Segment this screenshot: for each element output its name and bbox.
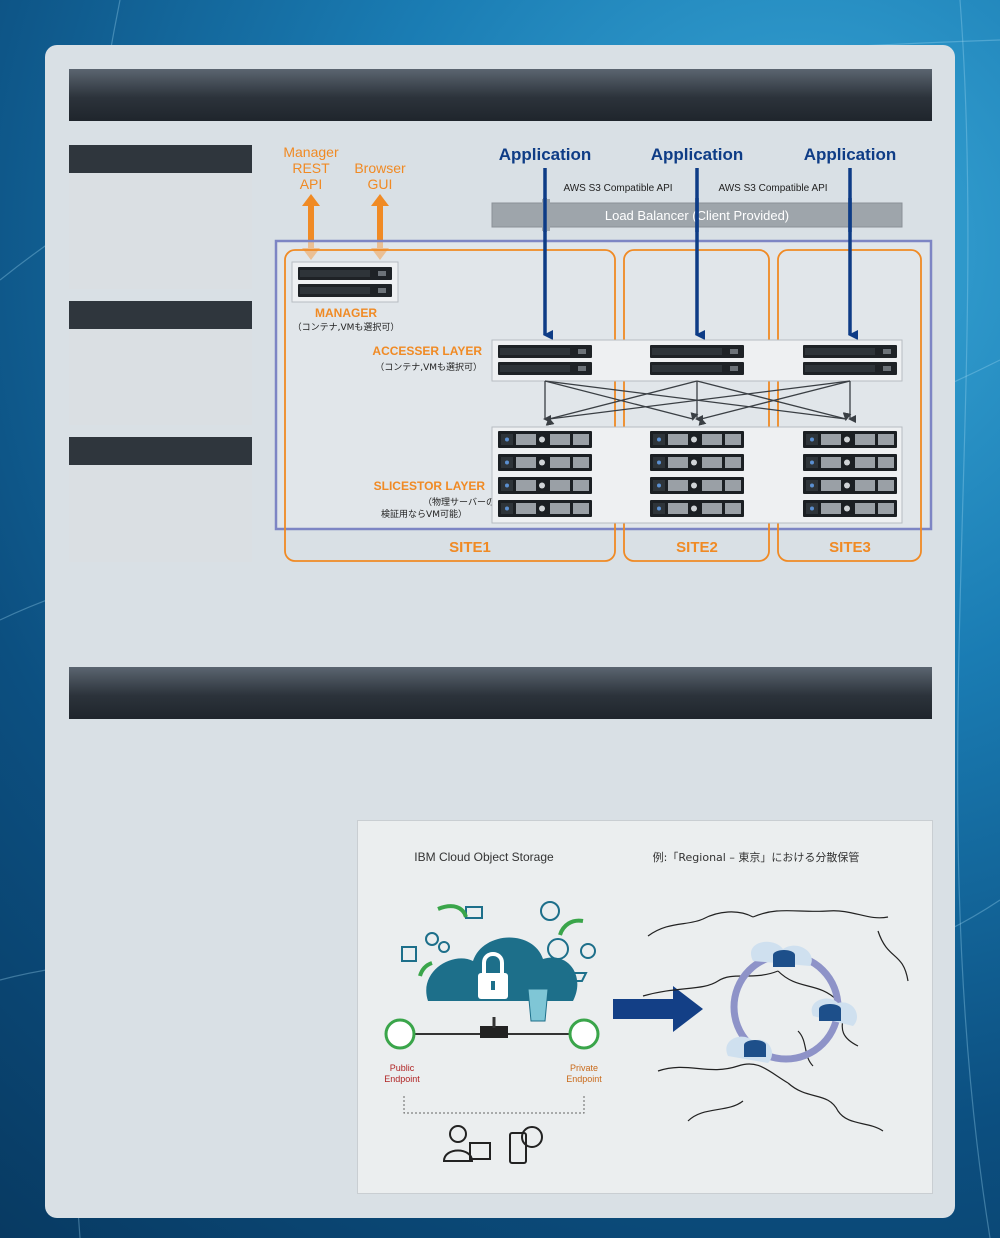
accesser-slicestor-links bbox=[543, 380, 856, 426]
japan-map bbox=[642, 910, 909, 1132]
public-endpoint-icon bbox=[384, 1018, 416, 1050]
private-endpoint-line2: Endpoint bbox=[566, 1074, 602, 1084]
accesser-server-s1a bbox=[498, 345, 592, 358]
side-block-3 bbox=[69, 437, 252, 562]
section-header-architecture bbox=[69, 69, 932, 121]
manager-api-line3: API bbox=[300, 176, 323, 192]
private-endpoint-line1: Private bbox=[570, 1063, 598, 1073]
side-block-2 bbox=[69, 301, 252, 425]
slicestor-title: SLICESTOR LAYER bbox=[374, 479, 486, 493]
cos-right-title: 例:「Regional – 東京」における分散保管 bbox=[653, 850, 860, 864]
application-1: Application bbox=[499, 145, 592, 164]
slicestor-note-line2: 検証用ならVM可能） bbox=[381, 508, 467, 520]
accesser-server-s3a bbox=[803, 345, 897, 358]
slicestor-note-line1: （物理サーバーのみ、 bbox=[423, 496, 513, 508]
regional-ring bbox=[726, 941, 858, 1063]
side-block-2-bar bbox=[69, 301, 252, 329]
side-block-3-bar bbox=[69, 437, 252, 465]
cloud-lock-icon bbox=[426, 937, 578, 1022]
manager-server-2 bbox=[298, 284, 392, 297]
accesser-server-s2b bbox=[650, 362, 744, 375]
manager-title: MANAGER bbox=[315, 306, 377, 320]
site1-frame bbox=[284, 249, 616, 562]
application-2: Application bbox=[651, 145, 744, 164]
side-block-1-bar bbox=[69, 145, 252, 173]
public-endpoint-line2: Endpoint bbox=[384, 1074, 420, 1084]
side-block-1 bbox=[69, 145, 252, 289]
cos-illustration-svg: IBM Cloud Object Storage 例:「Regional – 東… bbox=[384, 850, 909, 1164]
cos-left-title: IBM Cloud Object Storage bbox=[414, 850, 554, 864]
accesser-server-s1b bbox=[498, 362, 592, 375]
manager-note: （コンテナ,VMも選択可） bbox=[293, 321, 400, 333]
endpoint-dotted-links bbox=[403, 1096, 585, 1114]
network-connector bbox=[480, 1026, 508, 1038]
accesser-server-s3b bbox=[803, 362, 897, 375]
manager-server-1 bbox=[298, 267, 392, 280]
site1-label: SITE1 bbox=[449, 539, 491, 556]
manager-api-line1: Manager bbox=[283, 144, 339, 160]
site3-label: SITE3 bbox=[829, 539, 871, 556]
manager-api-line2: REST bbox=[292, 160, 330, 176]
accesser-title: ACCESSER LAYER bbox=[372, 344, 482, 358]
application-3: Application bbox=[804, 145, 897, 164]
accesser-server-s2a bbox=[650, 345, 744, 358]
api-label-1: AWS S3 Compatible API bbox=[563, 183, 672, 194]
public-endpoint-line1: Public bbox=[390, 1063, 415, 1073]
big-arrow bbox=[613, 986, 703, 1032]
floating-icons bbox=[401, 901, 596, 982]
private-endpoint-icon bbox=[568, 1018, 600, 1050]
api-label-2: AWS S3 Compatible API bbox=[718, 183, 827, 194]
cos-illustration: IBM Cloud Object Storage 例:「Regional – 東… bbox=[357, 820, 933, 1194]
user-devices-icon bbox=[442, 1125, 543, 1164]
site2-label: SITE2 bbox=[676, 539, 718, 556]
accesser-note: （コンテナ,VMも選択可） bbox=[375, 361, 482, 373]
section-header-cloud bbox=[69, 667, 932, 719]
browser-gui-line1: Browser bbox=[354, 160, 406, 176]
green-arrows bbox=[418, 904, 584, 977]
browser-gui-line2: GUI bbox=[368, 176, 393, 192]
